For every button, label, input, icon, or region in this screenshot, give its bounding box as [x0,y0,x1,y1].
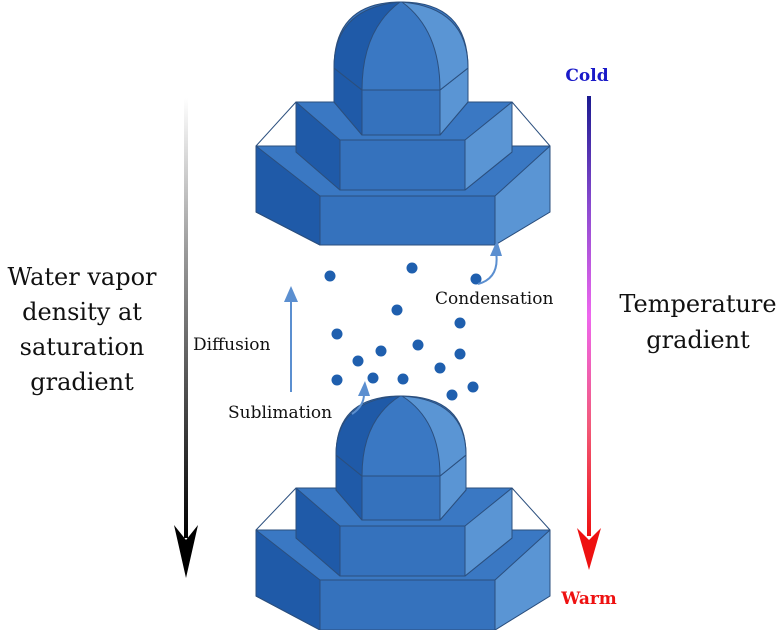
vapor-molecules [324,262,482,401]
vapor-molecule [470,273,482,285]
cold-label: Cold [565,66,608,86]
right-axis-label: Temperature gradient [619,290,776,354]
vapor-molecule [434,362,446,374]
label-line: Temperature [619,290,776,318]
vapor-molecule [412,339,424,351]
vapor-molecule [397,373,409,385]
vapor-molecule [406,262,418,274]
vapor-density-arrow [174,98,198,578]
label-line: gradient [30,368,134,396]
top-ice-crystal [255,1,551,246]
vapor-molecule [352,355,364,367]
vapor-molecule [467,381,479,393]
label-line: density at [22,298,142,326]
vapor-molecule [391,304,403,316]
vapor-molecule [331,374,343,386]
vapor-molecule [367,372,379,384]
sublimation-arrow [351,381,370,415]
vapor-molecule [375,345,387,357]
left-axis-label: Water vapor density at saturation gradie… [8,263,158,396]
warm-label: Warm [560,589,617,609]
vapor-molecule [331,328,343,340]
vapor-molecule [324,270,336,282]
bottom-ice-crystal [255,395,551,630]
vapor-molecule [454,348,466,360]
label-line: saturation [20,333,145,361]
sublimation-label: Sublimation [228,403,332,423]
condensation-arrow [477,240,502,285]
condensation-label: Condensation [435,289,553,309]
label-line: gradient [646,326,750,354]
vapor-molecule [454,317,466,329]
diffusion-label: Diffusion [193,335,270,355]
temperature-arrow [577,96,601,570]
diffusion-arrow [284,286,298,392]
label-line: Water vapor [8,263,158,291]
vapor-molecule [446,389,458,401]
